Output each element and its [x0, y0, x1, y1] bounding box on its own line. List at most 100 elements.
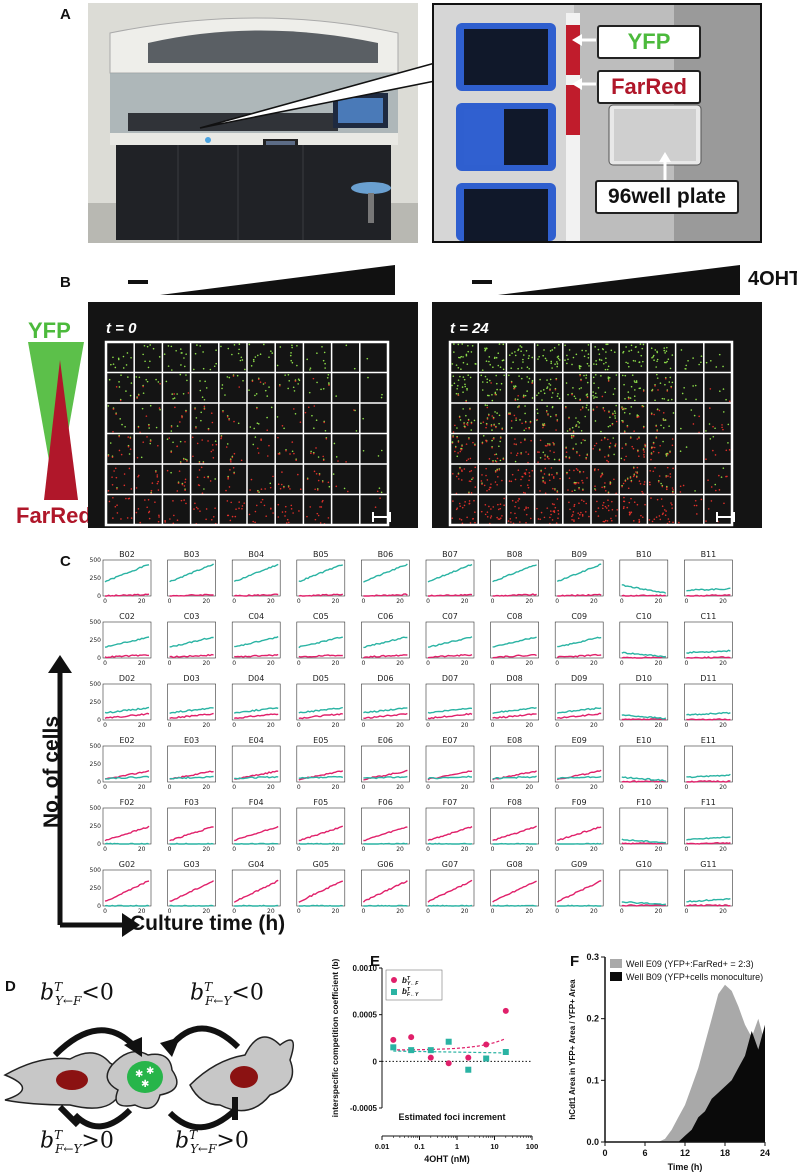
xtick-label: 20	[202, 908, 210, 915]
well-0-2	[508, 345, 534, 370]
plot-title: G11	[700, 860, 716, 869]
f-legend-swatch	[610, 959, 622, 968]
farred-series-line	[427, 653, 473, 659]
plot-frame	[296, 807, 346, 845]
farred-series-line	[104, 880, 150, 902]
e-legend-marker-farred	[391, 977, 397, 983]
ytick-label: 0	[97, 841, 101, 848]
tip-rack-1	[456, 23, 556, 91]
xtick-label: 0	[297, 722, 301, 729]
well-5-0	[451, 499, 476, 525]
well-1-3	[199, 380, 208, 401]
yfp-series-line	[169, 563, 215, 583]
yfp-series-line	[104, 706, 150, 714]
plot-frame	[425, 745, 475, 783]
xtick-label: 0	[103, 660, 107, 667]
plot-title: E07	[442, 736, 457, 745]
well-3-1	[481, 434, 505, 463]
plot-frame	[296, 745, 346, 783]
xtick-label: 20	[267, 784, 275, 791]
plot-frame	[554, 869, 604, 907]
xtick-label: 20	[590, 598, 598, 605]
well-3-4	[220, 435, 243, 463]
farred-series-line	[169, 653, 214, 659]
xtick-label: 20	[655, 908, 663, 915]
plot-frame	[425, 869, 475, 907]
plot-frame	[102, 869, 152, 907]
well-3-4	[565, 434, 589, 460]
e-point-yfp	[465, 1066, 472, 1073]
yfp-series-line	[298, 564, 343, 583]
well-2-4	[222, 409, 240, 425]
plot-frame	[619, 559, 669, 597]
plot-title: D05	[313, 674, 329, 683]
plot-title: D09	[571, 674, 587, 683]
farred-series-line	[686, 718, 731, 721]
ytick-label: 250	[90, 761, 102, 768]
well-2-3	[194, 405, 214, 431]
xtick-label: 0	[168, 722, 172, 729]
ytick-label: 0	[97, 903, 101, 910]
xtick-label: 0	[426, 660, 430, 667]
xtick-label: 20	[332, 660, 340, 667]
plot-title: C10	[636, 612, 652, 621]
e-point-farred	[465, 1054, 472, 1061]
well-0-7	[306, 346, 326, 371]
plot-title: D03	[183, 674, 199, 683]
plot-title: C05	[313, 612, 329, 621]
yfp-series-line	[298, 775, 344, 779]
xtick-label: 0	[426, 846, 430, 853]
yfp-series-line	[427, 563, 473, 583]
panel-c-ylabel: No. of cells	[40, 715, 63, 829]
xtick-label: 20	[202, 784, 210, 791]
panel-c-axis-arrow	[48, 655, 140, 937]
xtick-label: 20	[461, 598, 469, 605]
plot-frame	[554, 745, 604, 783]
well-4-7	[648, 466, 674, 494]
well-1-7	[651, 373, 674, 402]
yfp-series-line	[363, 775, 408, 780]
well-2-2	[508, 405, 532, 432]
plot-title: F09	[572, 798, 587, 807]
yfp-series-line	[686, 773, 731, 779]
plot-frame	[296, 621, 346, 659]
plot-title: E02	[119, 736, 134, 745]
well-5-6	[277, 503, 300, 524]
xtick-label: 0	[684, 908, 688, 915]
e-x2label: 4OHT (nM)	[424, 1154, 470, 1164]
tip-rack-2	[456, 103, 556, 171]
farred-series-line	[686, 841, 731, 845]
yfp-series-line	[298, 842, 343, 845]
yfp-series-line	[105, 775, 150, 780]
e-x2-tick-label: 100	[526, 1142, 539, 1151]
xtick-label: 0	[684, 722, 688, 729]
plot-title: F02	[120, 798, 135, 807]
e-point-farred	[390, 1036, 397, 1043]
well-3-6	[620, 436, 647, 461]
well-4-9	[376, 487, 383, 494]
yfp-series-line	[557, 775, 602, 780]
xtick-label: 20	[202, 598, 210, 605]
farred-series-line	[298, 712, 343, 720]
well-1-6	[279, 373, 301, 392]
plate-outline	[448, 340, 734, 527]
yfp-series-line	[557, 842, 602, 845]
farred-series-line	[428, 593, 473, 597]
farred-cell-right	[189, 1036, 295, 1112]
farred-series-line	[363, 593, 408, 597]
well-5-1	[135, 498, 160, 524]
minus-mark-left	[128, 280, 148, 284]
xtick-label: 0	[426, 722, 430, 729]
xtick-label: 20	[655, 598, 663, 605]
